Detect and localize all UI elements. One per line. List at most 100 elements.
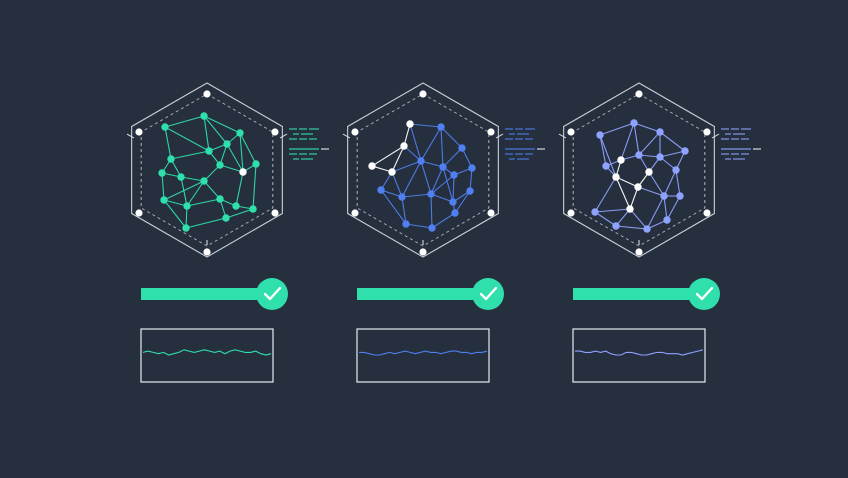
progress-bar	[357, 288, 483, 300]
network-edge	[409, 123, 422, 162]
network-node	[437, 123, 445, 131]
network-edge	[203, 180, 221, 200]
network-node	[672, 166, 680, 174]
network-edge	[163, 199, 187, 229]
network-edge	[646, 195, 665, 230]
network-edge	[431, 212, 456, 229]
network-edge	[164, 126, 210, 152]
progress-bar	[141, 288, 267, 300]
network-edge	[226, 143, 244, 173]
network-node	[183, 202, 191, 210]
vertex-node	[567, 209, 575, 217]
vertex-node	[635, 90, 643, 98]
network-node	[451, 209, 459, 217]
network-edge	[380, 189, 407, 225]
network-node	[427, 190, 435, 198]
network-edge	[615, 176, 631, 210]
network-node	[216, 195, 224, 203]
network-edge	[430, 166, 444, 195]
panel-teal	[126, 82, 329, 383]
outer-hexagon	[131, 82, 283, 258]
network-edge	[391, 160, 422, 173]
check-icon	[695, 286, 714, 301]
network-edge	[663, 169, 677, 197]
network-node	[428, 224, 436, 232]
network-node	[612, 173, 620, 181]
network-node	[612, 222, 620, 230]
network-edge	[659, 150, 686, 158]
network-edge	[615, 176, 639, 188]
vertex-node	[271, 128, 279, 136]
network-edge	[186, 180, 205, 207]
network-node	[200, 112, 208, 120]
vertex-node	[703, 209, 711, 217]
network-edge	[420, 160, 432, 195]
network-edge	[594, 211, 617, 227]
network-node	[439, 163, 447, 171]
network-node	[368, 162, 376, 170]
check-badge	[688, 278, 720, 310]
outer-hexagon	[563, 82, 715, 258]
network-node	[160, 196, 168, 204]
panel-periwinkle	[558, 82, 761, 383]
vertex-tick	[279, 133, 288, 139]
vertex-tick	[558, 133, 567, 139]
network-edge	[442, 147, 463, 168]
vertex-node	[703, 128, 711, 136]
network-edge	[599, 134, 607, 167]
network-edge	[615, 225, 648, 230]
vertex-node	[203, 248, 211, 256]
network-edge	[235, 171, 244, 207]
network-edge	[161, 172, 165, 201]
network-node	[249, 205, 257, 213]
check-icon	[479, 286, 498, 301]
network-node	[617, 156, 625, 164]
network-edge	[405, 223, 433, 229]
signal-monitor	[572, 328, 706, 383]
network-node	[626, 205, 634, 213]
network-node	[596, 131, 604, 139]
network-edge	[440, 126, 444, 168]
network-edge	[637, 186, 665, 197]
panel-blue	[342, 82, 545, 383]
vertex-node	[351, 128, 359, 136]
network-edge	[633, 122, 661, 133]
vertex-tick	[711, 133, 720, 139]
network-edge	[186, 198, 221, 207]
network-node	[406, 120, 414, 128]
network-node	[656, 153, 664, 161]
network-edge	[440, 126, 463, 149]
signal-waveform	[359, 350, 488, 356]
signal-waveform	[142, 349, 272, 356]
vertex-node	[487, 209, 495, 217]
signal-monitor	[356, 328, 490, 383]
network-edge	[629, 208, 648, 230]
network-node	[458, 144, 466, 152]
network-edge	[203, 115, 210, 152]
network-edge	[469, 167, 473, 192]
network-edge	[163, 199, 188, 207]
vertex-node	[135, 209, 143, 217]
network-node	[239, 168, 247, 176]
network-edge	[239, 132, 257, 165]
network-edge	[430, 193, 433, 229]
network-edge	[403, 123, 411, 147]
signal-monitor	[140, 328, 274, 383]
network-edge	[620, 122, 635, 161]
network-edge	[203, 115, 241, 134]
vertex-node	[567, 128, 575, 136]
network-node	[602, 162, 610, 170]
vertex-node	[271, 209, 279, 217]
vertex-node	[203, 90, 211, 98]
vertex-tick	[126, 133, 135, 139]
signal-waveform	[575, 349, 704, 356]
network-edge	[666, 195, 681, 221]
network-edge	[659, 131, 686, 152]
network-node	[634, 183, 642, 191]
network-edge	[420, 126, 442, 162]
network-edge	[401, 196, 407, 225]
network-edge	[675, 169, 681, 197]
network-node	[645, 168, 653, 176]
network-node	[643, 225, 651, 233]
network-edge	[252, 163, 257, 210]
